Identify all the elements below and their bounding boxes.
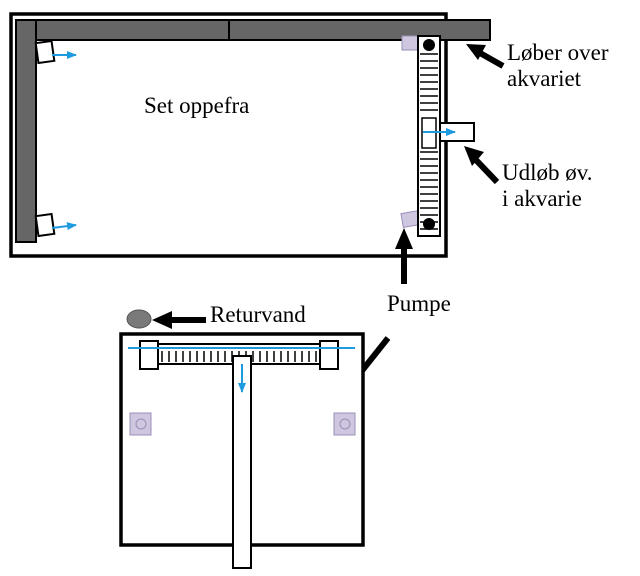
runner-label-line-2: akvariet: [507, 66, 582, 91]
outlet-label: Udløb øv. i akvarie: [502, 160, 593, 212]
top-view-label: Set oppefra: [144, 93, 250, 118]
arrow-icon: [152, 311, 206, 329]
pump-label: Pumpe: [387, 291, 451, 316]
runner-left-bar: [15, 19, 37, 243]
runner-label-line-1: Løber over: [507, 40, 609, 65]
flow-arrow-icon: [51, 222, 77, 231]
sump-view: [119, 309, 365, 569]
outlet-label-line-2: i akvarie: [502, 186, 582, 211]
inlet-bottom: [34, 212, 77, 238]
overflow-comb-pipe: [417, 35, 441, 237]
arrow-icon: [466, 44, 505, 69]
outlet-label-line-1: Udløb øv.: [502, 160, 593, 185]
top-view-aquarium: [9, 12, 505, 398]
return-water-label: Returvand: [210, 302, 306, 327]
sump-drain-pipe: [232, 355, 252, 569]
return-water-stone: [126, 309, 152, 329]
inlet-top: [34, 39, 77, 65]
pump-icon: [129, 412, 152, 436]
arrow-icon: [464, 146, 500, 185]
runner-label: Løber over akvariet: [507, 40, 609, 92]
pump-icon: [333, 412, 356, 436]
aquarium-outline: [9, 12, 448, 258]
arrow-icon: [395, 228, 413, 284]
